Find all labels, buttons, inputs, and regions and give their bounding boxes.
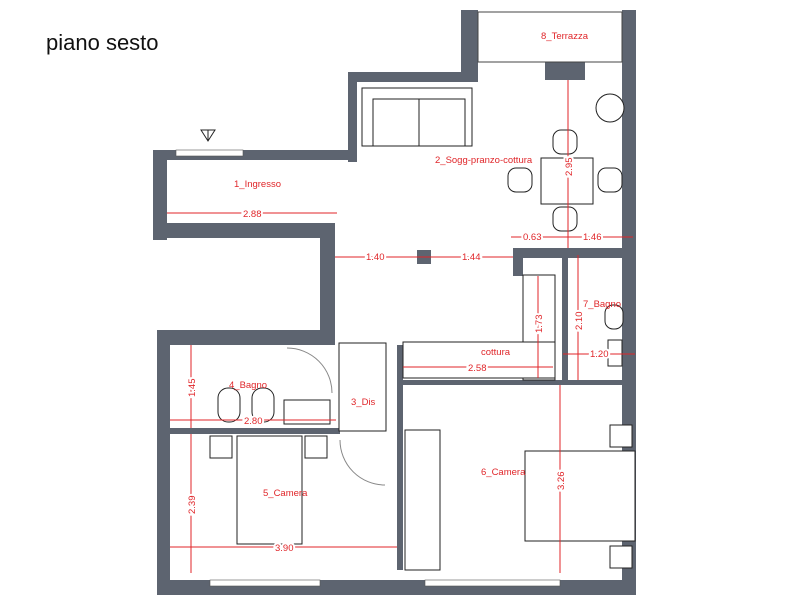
door-swing [286, 347, 333, 394]
entrance-marker-icon [200, 129, 216, 142]
room-label-dis: 3_Dis [351, 397, 376, 408]
svg-text:2.10: 2.10 [574, 312, 585, 331]
plant-icon [595, 93, 625, 123]
room-label-cottura: cottura [481, 347, 511, 358]
wardrobe [404, 429, 441, 571]
svg-text:3.90: 3.90 [275, 543, 294, 554]
bidet-icon [251, 387, 275, 423]
toilet-icon [217, 387, 241, 423]
furniture [209, 87, 636, 571]
dining-table-icon [540, 157, 594, 205]
svg-text:1.45: 1.45 [187, 379, 198, 398]
room-label-camera6: 6_Camera [481, 467, 526, 478]
room-labels: 1_Ingresso 2_Sogg-pranzo-cottura 8_Terra… [229, 31, 621, 499]
dis-area [338, 342, 387, 432]
svg-text:2.95: 2.95 [564, 158, 575, 177]
svg-text:1.44: 1.44 [462, 252, 481, 263]
dimension-lines: 2.88 2.95 0.63 1.46 1.40 1.44 1.73 2.58 … [167, 80, 635, 573]
svg-text:2.80: 2.80 [244, 416, 263, 427]
door-swing [339, 439, 386, 486]
svg-text:0.63: 0.63 [523, 232, 542, 243]
svg-text:2.58: 2.58 [468, 363, 487, 374]
svg-text:1.40: 1.40 [366, 252, 385, 263]
svg-text:1.73: 1.73 [534, 315, 545, 334]
svg-text:1.46: 1.46 [583, 232, 602, 243]
room-label-terrazza: 8_Terrazza [541, 31, 589, 42]
room-label-soggiorno: 2_Sogg-pranzo-cottura [435, 155, 533, 166]
room-label-bagno7: 7_Bagno [583, 299, 621, 310]
bed-icon [236, 435, 303, 545]
svg-text:2.88: 2.88 [243, 209, 262, 220]
svg-text:2.39: 2.39 [187, 496, 198, 515]
floor-title: piano sesto [46, 30, 159, 55]
windows [175, 11, 623, 587]
room-label-ingresso: 1_Ingresso [234, 179, 281, 190]
shower-icon [607, 339, 623, 367]
svg-text:3.26: 3.26 [556, 472, 567, 491]
toilet-icon [604, 304, 624, 330]
bed-icon [524, 450, 636, 542]
room-label-camera5: 5_Camera [263, 488, 308, 499]
svg-text:1.20: 1.20 [590, 349, 609, 360]
room-label-bagno4: 4_Bagno [229, 380, 267, 391]
